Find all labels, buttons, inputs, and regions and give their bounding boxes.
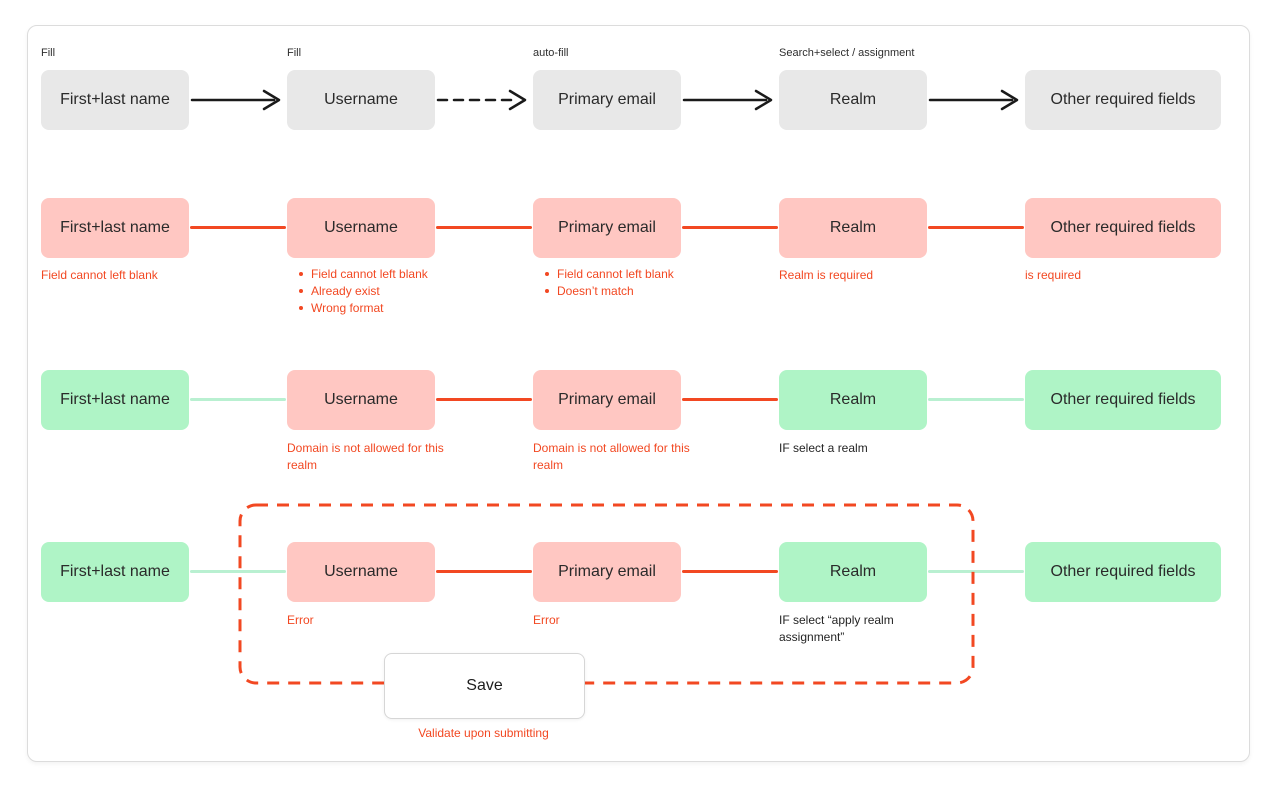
error-note: Error bbox=[287, 613, 314, 627]
bullet-icon bbox=[299, 272, 303, 276]
node-realm-r1[interactable]: Realm bbox=[779, 70, 927, 130]
connector-green bbox=[190, 398, 286, 401]
node-first-last-name-r3[interactable]: First+last name bbox=[41, 370, 189, 430]
node-label: Other required fields bbox=[1050, 219, 1196, 236]
node-label: Primary email bbox=[558, 219, 656, 236]
annotation-autofill: auto-fill bbox=[533, 47, 569, 59]
node-label: Username bbox=[324, 219, 398, 236]
connector-red bbox=[436, 226, 532, 229]
error-note: Domain is not allowed for this realm bbox=[287, 441, 444, 472]
error-list-item: Field cannot left blank bbox=[543, 266, 674, 283]
node-realm-r4[interactable]: Realm bbox=[779, 542, 927, 602]
node-realm-r2[interactable]: Realm bbox=[779, 198, 927, 258]
bullet-icon bbox=[545, 289, 549, 293]
node-label: Username bbox=[324, 563, 398, 580]
node-other-fields-r2[interactable]: Other required fields bbox=[1025, 198, 1221, 258]
connector-green bbox=[928, 570, 1024, 573]
connector-red bbox=[682, 398, 778, 401]
node-label: First+last name bbox=[60, 563, 170, 580]
node-first-last-name-r2[interactable]: First+last name bbox=[41, 198, 189, 258]
node-username-r1[interactable]: Username bbox=[287, 70, 435, 130]
condition-note: IF select “apply realm assignment” bbox=[779, 613, 894, 644]
validate-note: Validate upon submitting bbox=[418, 726, 549, 740]
annotation-fill-1: Fill bbox=[41, 47, 56, 59]
connector-green bbox=[190, 570, 286, 573]
node-primary-email-r2[interactable]: Primary email bbox=[533, 198, 681, 258]
validation-group-outline bbox=[238, 503, 975, 685]
node-realm-r3[interactable]: Realm bbox=[779, 370, 927, 430]
connector-red bbox=[436, 570, 532, 573]
node-username-r4[interactable]: Username bbox=[287, 542, 435, 602]
error-list-item: Doesn’t match bbox=[543, 283, 674, 300]
error-note: Domain is not allowed for this realm bbox=[533, 441, 690, 472]
bullet-icon bbox=[299, 306, 303, 310]
error-note: Error bbox=[533, 613, 560, 627]
node-label: Realm bbox=[829, 219, 877, 236]
node-primary-email-r4[interactable]: Primary email bbox=[533, 542, 681, 602]
annotation-fill-2: Fill bbox=[287, 47, 302, 59]
connector-red bbox=[682, 226, 778, 229]
bullet-icon bbox=[545, 272, 549, 276]
node-label: Primary email bbox=[558, 391, 656, 408]
error-list-item: Already exist bbox=[297, 283, 428, 300]
node-label: Other required fields bbox=[1050, 391, 1196, 408]
solid-arrow bbox=[190, 89, 281, 111]
error-note: Field cannot left blank bbox=[41, 268, 158, 282]
node-label: Username bbox=[324, 91, 398, 108]
annotation-search-select: Search+select / assignment bbox=[779, 47, 915, 59]
node-label: Other required fields bbox=[1050, 563, 1196, 580]
dashed-arrow bbox=[436, 89, 527, 111]
save-button-label: Save bbox=[466, 677, 503, 694]
node-other-fields-r1[interactable]: Other required fields bbox=[1025, 70, 1221, 130]
node-primary-email-r1[interactable]: Primary email bbox=[533, 70, 681, 130]
node-label: Realm bbox=[829, 391, 877, 408]
bullet-icon bbox=[299, 289, 303, 293]
node-primary-email-r3[interactable]: Primary email bbox=[533, 370, 681, 430]
save-button[interactable]: Save bbox=[384, 653, 585, 719]
error-list-item: Field cannot left blank bbox=[297, 266, 428, 283]
node-username-r3[interactable]: Username bbox=[287, 370, 435, 430]
error-list-email: Field cannot left blank Doesn’t match bbox=[543, 266, 674, 300]
node-label: First+last name bbox=[60, 91, 170, 108]
connector-red bbox=[190, 226, 286, 229]
error-list-username: Field cannot left blank Already exist Wr… bbox=[297, 266, 428, 317]
solid-arrow bbox=[682, 89, 773, 111]
solid-arrow bbox=[928, 89, 1019, 111]
node-other-fields-r4[interactable]: Other required fields bbox=[1025, 542, 1221, 602]
node-label: Primary email bbox=[558, 91, 656, 108]
node-label: Realm bbox=[829, 563, 877, 580]
connector-green bbox=[928, 398, 1024, 401]
node-first-last-name-r4[interactable]: First+last name bbox=[41, 542, 189, 602]
node-label: Username bbox=[324, 391, 398, 408]
node-label: First+last name bbox=[60, 219, 170, 236]
error-note: is required bbox=[1025, 268, 1082, 282]
error-note: Realm is required bbox=[779, 268, 874, 282]
node-label: Other required fields bbox=[1050, 91, 1196, 108]
node-first-last-name-r1[interactable]: First+last name bbox=[41, 70, 189, 130]
connector-red bbox=[682, 570, 778, 573]
error-list-item: Wrong format bbox=[297, 300, 428, 317]
node-username-r2[interactable]: Username bbox=[287, 198, 435, 258]
connector-red bbox=[928, 226, 1024, 229]
connector-red bbox=[436, 398, 532, 401]
condition-note: IF select a realm bbox=[779, 441, 868, 455]
node-other-fields-r3[interactable]: Other required fields bbox=[1025, 370, 1221, 430]
node-label: Primary email bbox=[558, 563, 656, 580]
node-label: Realm bbox=[829, 91, 877, 108]
node-label: First+last name bbox=[60, 391, 170, 408]
